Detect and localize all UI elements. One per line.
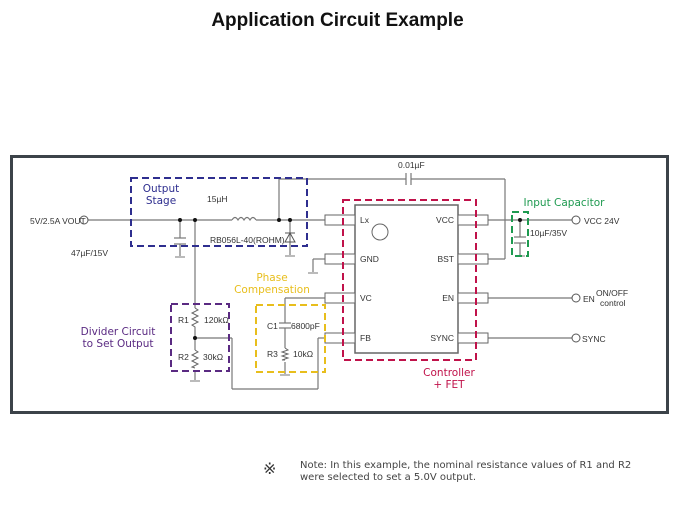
r1-value: 120kΩ: [204, 315, 229, 325]
reference-mark-icon: ※: [263, 461, 277, 478]
ic-pin1-marker: [371, 223, 389, 241]
inductor-label: 15µH: [207, 194, 228, 204]
ic-pin: [457, 253, 489, 265]
vcc-input-label: VCC 24V: [584, 216, 620, 226]
r1-name: R1: [178, 315, 189, 325]
pin-label-bst: BST: [437, 254, 454, 264]
vcc-terminal: [571, 215, 581, 225]
divider-box: [170, 303, 230, 372]
inductor-symbol: [231, 216, 257, 222]
pin-label-gnd: GND: [360, 254, 379, 264]
output-capacitor-label: 47µF/15V: [71, 248, 108, 258]
ic-pin: [324, 292, 356, 304]
pin-label-vcc: VCC: [436, 215, 454, 225]
divider-label-1: Divider Circuit: [81, 326, 156, 338]
page-title: Application Circuit Example: [211, 10, 464, 31]
ic-pin: [324, 214, 356, 226]
pin-label-vc: VC: [360, 293, 372, 303]
phase-compensation-label-2: Compensation: [234, 284, 310, 296]
r2-value: 30kΩ: [203, 352, 223, 362]
junction-dot: [518, 218, 522, 222]
output-stage-label-2: Stage: [146, 195, 176, 207]
vout-label: 5V/2.5A VOUT: [30, 216, 86, 226]
r1-resistor-symbol: [190, 307, 200, 330]
ic-pin: [457, 292, 489, 304]
footnote-line-1: Note: In this example, the nominal resis…: [300, 460, 632, 471]
input-capacitor-box: [511, 211, 529, 257]
en-terminal-label: EN: [583, 294, 595, 304]
r2-name: R2: [178, 352, 189, 362]
input-capacitor-label: Input Capacitor: [524, 197, 606, 209]
footnote: Note: In this example, the nominal resis…: [300, 460, 670, 484]
ic-body: [354, 204, 459, 354]
diode-label: RB056L-40(ROHM): [210, 235, 285, 245]
ic-pin: [324, 253, 356, 265]
junction-dot: [277, 218, 281, 222]
input-capacitor-value: 10µF/35V: [530, 228, 567, 238]
pin-label-lx: Lx: [360, 215, 370, 225]
diode-symbol: [284, 231, 296, 243]
sync-terminal-label: SYNC: [582, 334, 606, 344]
r2-resistor-symbol: [190, 349, 200, 369]
en-desc-line1: ON/OFF: [596, 288, 628, 298]
junction-dot: [288, 218, 292, 222]
c1-name: C1: [267, 321, 278, 331]
output-stage-label-1: Output: [143, 183, 179, 195]
divider-label-2: to Set Output: [83, 338, 154, 350]
ic-pin: [457, 214, 489, 226]
ic-pin: [324, 332, 356, 344]
r3-name: R3: [267, 349, 278, 359]
ic-pin: [457, 332, 489, 344]
r3-resistor-symbol: [280, 347, 290, 361]
boot-capacitor-label: 0.01µF: [398, 160, 425, 170]
pin-label-en: EN: [442, 293, 454, 303]
vout-terminal: [79, 215, 89, 225]
controller-box: [342, 199, 477, 361]
controller-label-2: + FET: [433, 379, 465, 391]
pin-label-fb: FB: [360, 333, 371, 343]
phase-compensation-label-1: Phase: [256, 272, 287, 284]
pin-label-sync: SYNC: [430, 333, 454, 343]
en-desc-line2: control: [600, 298, 626, 308]
circuit-frame: [10, 155, 669, 414]
junction-dot: [193, 218, 197, 222]
output-stage-box: [130, 177, 308, 247]
sync-terminal: [571, 333, 581, 343]
c1-value: 6800pF: [291, 321, 320, 331]
phase-compensation-box: [255, 304, 326, 373]
junction-dot: [178, 218, 182, 222]
junction-dot: [193, 336, 197, 340]
footnote-line-2: were selected to set a 5.0V output.: [300, 472, 477, 483]
r3-value: 10kΩ: [293, 349, 313, 359]
controller-label-1: Controller: [423, 367, 475, 379]
en-terminal: [571, 293, 581, 303]
